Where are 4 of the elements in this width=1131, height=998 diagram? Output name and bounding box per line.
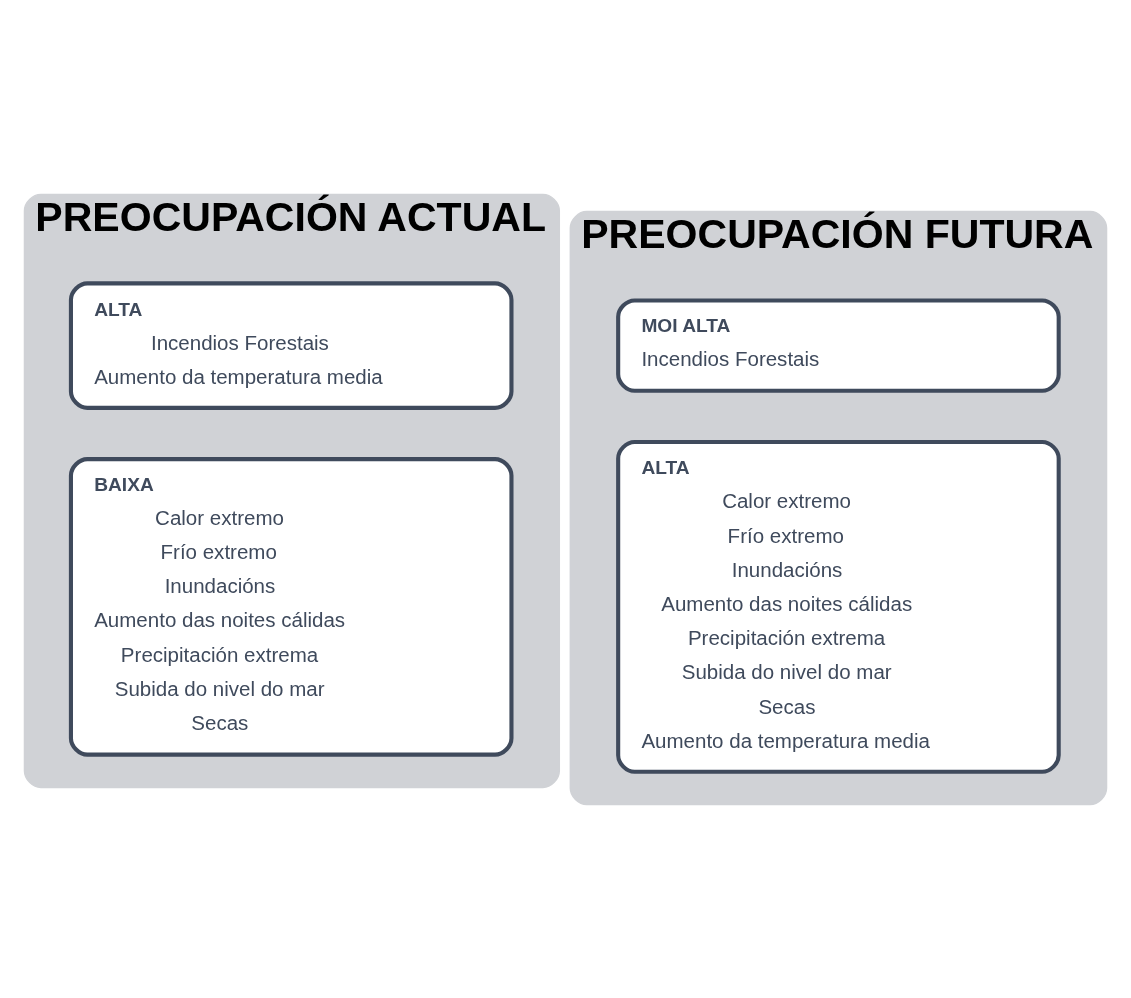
node-box: ALTA Incendios Forestais Aumento da temperatura media [68,280,514,410]
node-box: BAIXA Calor extremo Frío extremo Inundacións Aumento das noites cálidas Precipitación extrema Subida do nivel do mar Secas [68,456,514,757]
node-box: ALTA Calor extremo Frío extremo Inundacións Aumento das noites cálidas Precipitación extrema Subida do nivel do mar Secas Aumento da temperatura media [616,439,1061,774]
node-box: MOI ALTA Incendios Forestais [616,297,1061,393]
